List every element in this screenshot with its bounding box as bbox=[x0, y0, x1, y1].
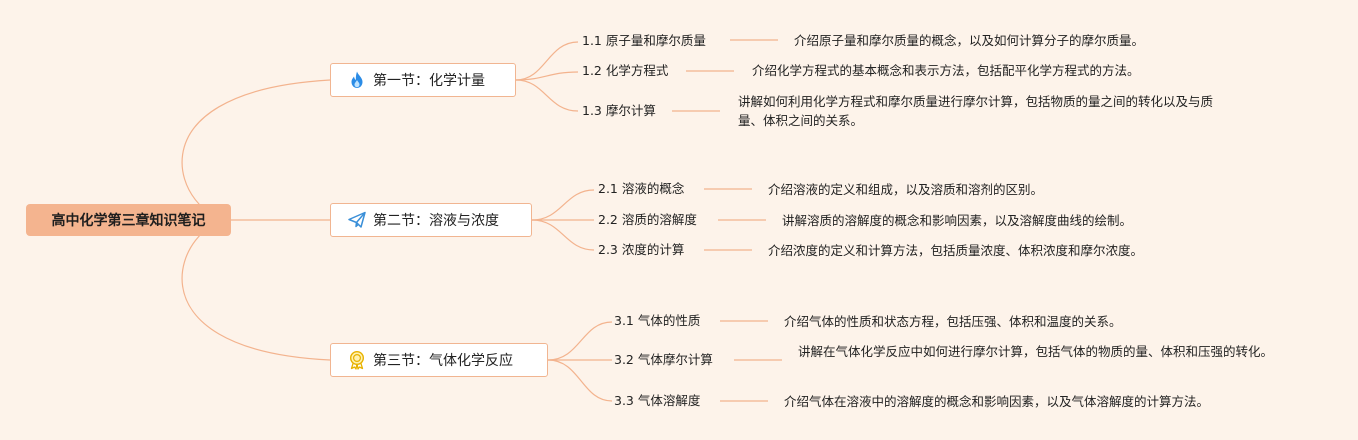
topic-1-1[interactable]: 1.1 原子量和摩尔质量 bbox=[582, 33, 706, 48]
topic-2-2-desc: 讲解溶质的溶解度的概念和影响因素，以及溶解度曲线的绘制。 bbox=[782, 213, 1133, 228]
paper-plane-icon bbox=[347, 210, 367, 230]
topic-2-2[interactable]: 2.2 溶质的溶解度 bbox=[598, 212, 697, 227]
s1-link-3 bbox=[515, 79, 579, 112]
section-title-3: 第三节：气体化学反应 bbox=[373, 353, 513, 369]
topic-1-3-desc: 讲解如何利用化学方程式和摩尔质量进行摩尔计算，包括物质的量之间的转化以及与质量、… bbox=[738, 94, 1214, 128]
topic-3-1[interactable]: 3.1 气体的性质 bbox=[614, 313, 701, 328]
root-link-1 bbox=[181, 79, 331, 221]
topic-3-3[interactable]: 3.3 气体溶解度 bbox=[614, 393, 701, 408]
topic-1-2-desc: 介绍化学方程式的基本概念和表示方法，包括配平化学方程式的方法。 bbox=[752, 63, 1140, 78]
section-title-2: 第二节：溶液与浓度 bbox=[373, 213, 499, 229]
topic-2-1[interactable]: 2.1 溶液的概念 bbox=[598, 181, 685, 196]
root-link-3 bbox=[181, 219, 331, 361]
section-node-3[interactable]: 第三节：气体化学反应 bbox=[330, 343, 548, 377]
root-node[interactable]: 高中化学第三章知识笔记 bbox=[26, 204, 231, 236]
section-title-1: 第一节：化学计量 bbox=[373, 73, 485, 89]
topic-3-3-desc: 介绍气体在溶液中的溶解度的概念和影响因素，以及气体溶解度的计算方法。 bbox=[784, 394, 1210, 409]
s2-link-3 bbox=[531, 219, 595, 251]
section-node-2[interactable]: 第二节：溶液与浓度 bbox=[330, 203, 532, 237]
s3-link-3 bbox=[547, 359, 613, 402]
topic-2-1-desc: 介绍溶液的定义和组成，以及溶质和溶剂的区别。 bbox=[768, 182, 1044, 197]
s1-link-1 bbox=[515, 41, 579, 81]
root-title: 高中化学第三章知识笔记 bbox=[51, 213, 206, 229]
topic-2-3-desc: 介绍浓度的定义和计算方法，包括质量浓度、体积浓度和摩尔浓度。 bbox=[768, 243, 1144, 258]
topic-3-1-desc: 介绍气体的性质和状态方程，包括压强、体积和温度的关系。 bbox=[784, 314, 1122, 329]
topic-1-2[interactable]: 1.2 化学方程式 bbox=[582, 63, 669, 78]
topic-1-3[interactable]: 1.3 摩尔计算 bbox=[582, 103, 656, 118]
s2-link-1 bbox=[531, 189, 595, 221]
topic-3-2-desc: 讲解在气体化学反应中如何进行摩尔计算，包括气体的物质的量、体积和压强的转化。 bbox=[798, 344, 1274, 359]
flame-icon bbox=[347, 70, 367, 90]
s1-link-2 bbox=[515, 71, 579, 81]
section-node-1[interactable]: 第一节：化学计量 bbox=[330, 63, 516, 97]
topic-2-3[interactable]: 2.3 浓度的计算 bbox=[598, 242, 685, 257]
topic-1-1-desc: 介绍原子量和摩尔质量的概念，以及如何计算分子的摩尔质量。 bbox=[794, 33, 1145, 48]
award-ribbon-icon bbox=[347, 350, 367, 370]
topic-3-2[interactable]: 3.2 气体摩尔计算 bbox=[614, 352, 713, 367]
s3-link-1 bbox=[547, 321, 613, 361]
